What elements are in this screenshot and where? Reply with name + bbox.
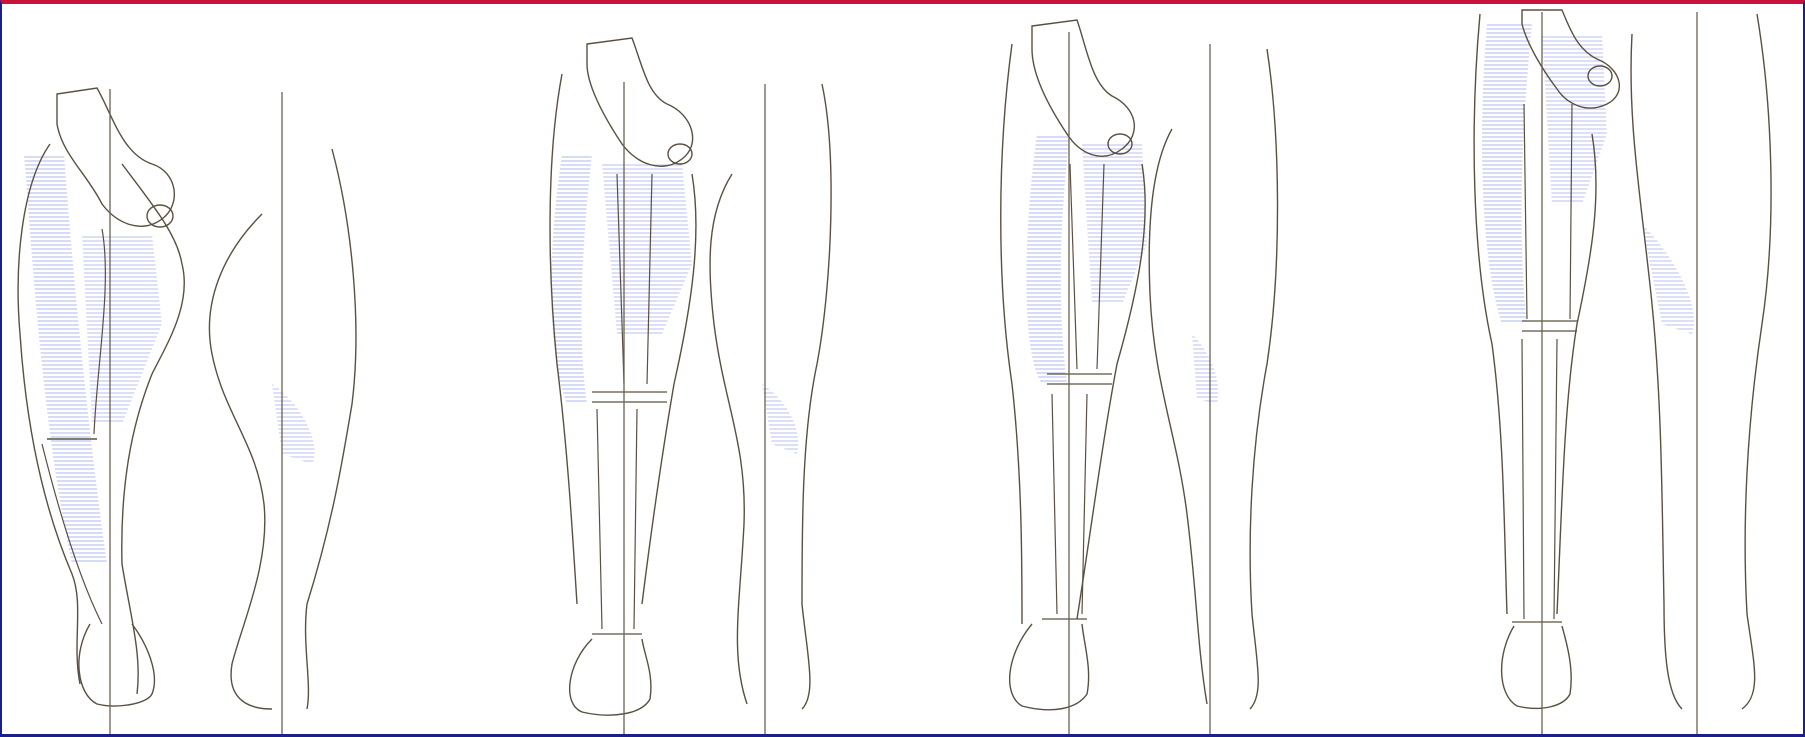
leg-alignment-illustration: [2, 4, 1803, 734]
panel-2-leg-diagram: [550, 38, 831, 734]
panel-3-leg-diagram: [1001, 20, 1278, 734]
panel-1-leg-diagram: [18, 88, 356, 734]
panel-4-leg-diagram: [1474, 10, 1771, 734]
